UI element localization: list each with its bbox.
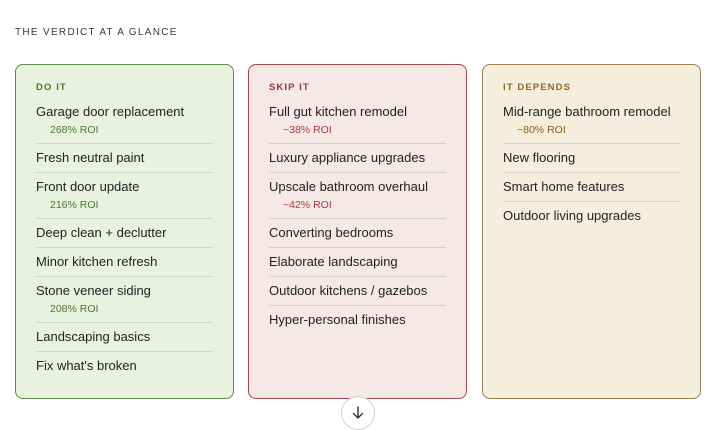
list-item: Front door update 216% ROI <box>36 172 213 218</box>
it-depends-card: IT DEPENDS Mid-range bathroom remodel ~80… <box>482 64 701 399</box>
item-label: Outdoor kitchens / gazebos <box>269 283 428 298</box>
item-label: Fresh neutral paint <box>36 150 145 165</box>
item-label: Minor kitchen refresh <box>36 254 158 269</box>
list-item: New flooring <box>503 143 680 172</box>
list-item: Converting bedrooms <box>269 218 446 247</box>
item-label: Stone veneer siding <box>36 283 151 298</box>
card-title: DO IT <box>36 82 67 93</box>
list-item: Landscaping basics <box>36 322 213 351</box>
list-item: Deep clean + declutter <box>36 218 213 247</box>
item-label: Elaborate landscaping <box>269 254 398 269</box>
list-item: Fix what's broken <box>36 351 213 380</box>
item-label: Hyper-personal finishes <box>269 312 406 327</box>
do-it-card: DO IT Garage door replacement 268% ROI Fre… <box>15 64 234 399</box>
roi-badge: ~42% ROI <box>283 199 332 211</box>
scroll-down-button[interactable] <box>341 396 375 430</box>
item-list: Garage door replacement 268% ROI Fresh neu… <box>36 104 213 380</box>
card-title: SKIP IT <box>269 82 310 93</box>
roi-badge: 268% ROI <box>50 124 99 136</box>
item-label: Deep clean + declutter <box>36 225 167 240</box>
arrow-down-icon <box>352 406 364 419</box>
list-item: Smart home features <box>503 172 680 201</box>
roi-badge: ~80% ROI <box>517 124 566 136</box>
item-label: Outdoor living upgrades <box>503 208 642 223</box>
item-list: Mid-range bathroom remodel ~80% ROI New fl… <box>503 104 680 230</box>
item-label: Smart home features <box>503 179 625 194</box>
list-item: Mid-range bathroom remodel ~80% ROI <box>503 104 680 143</box>
card-title: IT DEPENDS <box>503 82 572 93</box>
list-item: Upscale bathroom overhaul ~42% ROI <box>269 172 446 218</box>
item-label: Front door update <box>36 179 140 194</box>
item-label: Garage door replacement <box>36 104 185 119</box>
item-label: Upscale bathroom overhaul <box>269 179 428 194</box>
list-item: Elaborate landscaping <box>269 247 446 276</box>
list-item: Fresh neutral paint <box>36 143 213 172</box>
list-item: Outdoor living upgrades <box>503 201 680 230</box>
item-label: Fix what's broken <box>36 358 137 373</box>
list-item: Minor kitchen refresh <box>36 247 213 276</box>
list-item: Full gut kitchen remodel ~38% ROI <box>269 104 446 143</box>
skip-it-card: SKIP IT Full gut kitchen remodel ~38% ROI… <box>248 64 467 399</box>
item-label: Luxury appliance upgrades <box>269 150 426 165</box>
item-label: Landscaping basics <box>36 329 151 344</box>
section-heading: THE VERDICT AT A GLANCE <box>15 27 178 38</box>
list-item: Stone veneer siding 208% ROI <box>36 276 213 322</box>
item-label: Converting bedrooms <box>269 225 394 240</box>
item-list: Full gut kitchen remodel ~38% ROI Luxury a… <box>269 104 446 334</box>
list-item: Outdoor kitchens / gazebos <box>269 276 446 305</box>
roi-badge: 208% ROI <box>50 303 99 315</box>
item-label: New flooring <box>503 150 576 165</box>
item-label: Mid-range bathroom remodel <box>503 104 671 119</box>
list-item: Garage door replacement 268% ROI <box>36 104 213 143</box>
list-item: Hyper-personal finishes <box>269 305 446 334</box>
roi-badge: 216% ROI <box>50 199 99 211</box>
roi-badge: ~38% ROI <box>283 124 332 136</box>
item-label: Full gut kitchen remodel <box>269 104 408 119</box>
list-item: Luxury appliance upgrades <box>269 143 446 172</box>
